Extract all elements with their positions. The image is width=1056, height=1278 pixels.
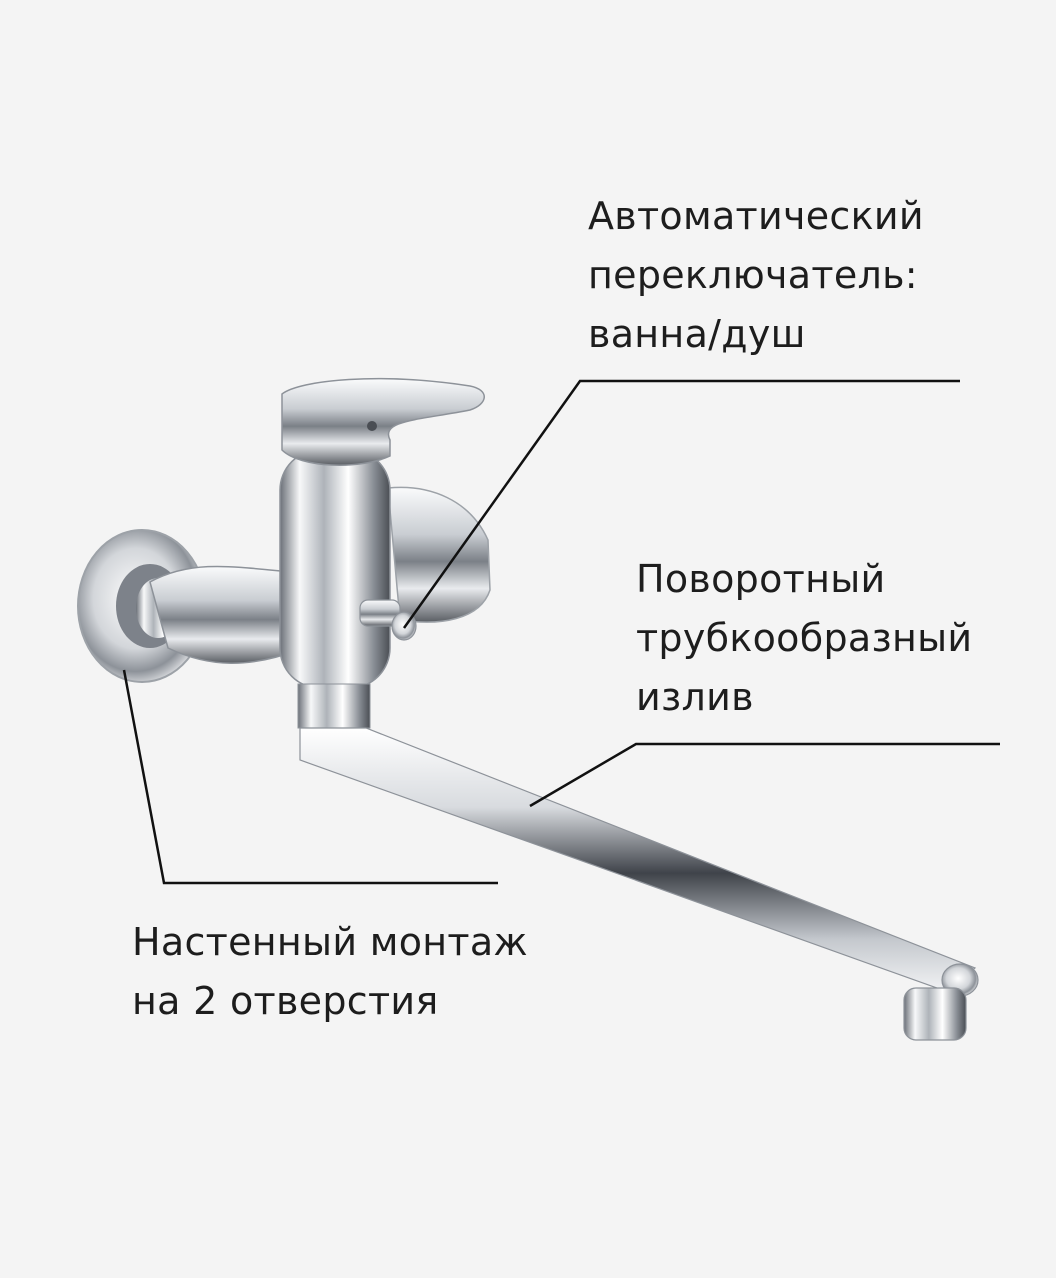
callout-diverter-line-2: переключатель: — [588, 253, 918, 297]
callout-mount-line-2: на 2 отверстия — [132, 979, 439, 1023]
swivel-spout — [299, 727, 979, 1041]
callout-spout-line-2: трубкообразный — [636, 616, 973, 660]
callout-diverter: Автоматический переключатель: ванна/душ — [588, 187, 924, 364]
callout-spout-line-3: излив — [636, 675, 754, 719]
callout-spout: Поворотный трубкообразный излив — [636, 550, 972, 727]
leader-line-spout — [529, 742, 1000, 808]
callout-mount-line-1: Настенный монтаж — [132, 920, 528, 964]
mixer-body — [279, 449, 391, 729]
leader-line-diverter — [402, 379, 960, 629]
right-connector — [387, 486, 491, 623]
leader-lines — [122, 379, 1000, 885]
callout-mount: Настенный монтаж на 2 отверстия — [132, 913, 528, 1031]
callout-diverter-line-1: Автоматический — [588, 194, 924, 238]
lever-handle — [281, 377, 485, 466]
callout-spout-line-1: Поворотный — [636, 557, 886, 601]
leader-line-mount — [122, 669, 498, 885]
s-connector — [149, 565, 299, 664]
callout-diverter-line-3: ванна/душ — [588, 312, 806, 356]
